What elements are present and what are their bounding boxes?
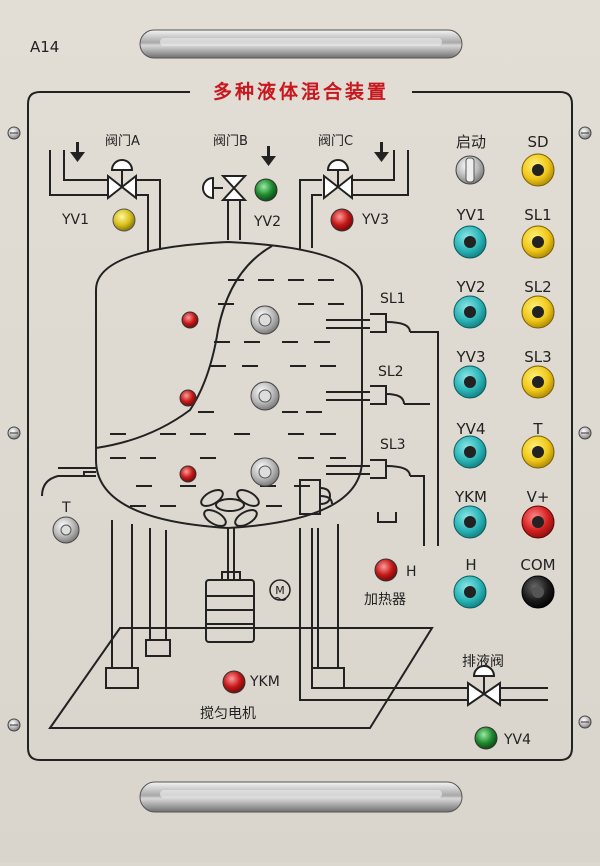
valve-a-symbol [107, 159, 137, 201]
sl3-level-switch[interactable] [250, 457, 280, 487]
jack-t[interactable] [521, 435, 555, 469]
svg-text:M: M [275, 584, 285, 597]
screw [578, 126, 592, 140]
sl1-label: SL1 [380, 291, 406, 307]
term-vplus-label: V+ [527, 488, 550, 506]
jack-yv1[interactable] [453, 225, 487, 259]
yv2-label: YV2 [253, 214, 281, 230]
jack-yv4[interactable] [453, 435, 487, 469]
jack-yv2[interactable] [453, 295, 487, 329]
jack-sl2[interactable] [521, 295, 555, 329]
inlet-arrows [70, 142, 389, 166]
term-yv4-label: YV4 [456, 420, 486, 438]
ykm-label: YKM [249, 674, 280, 690]
sl1-level-switch[interactable] [250, 305, 280, 335]
jack-h[interactable] [453, 575, 487, 609]
start-label: 启动 [456, 133, 486, 151]
h-label: H [406, 564, 417, 580]
panel-title: 多种液体混合装置 [213, 80, 389, 103]
valve-c-label: 阀门C [318, 134, 353, 149]
term-sl3-label: SL3 [524, 348, 551, 366]
yv1-indicator-led [112, 208, 136, 232]
term-h-label: H [465, 556, 476, 574]
valve-b-label: 阀门B [213, 134, 248, 149]
term-t-label: T [532, 420, 543, 438]
sl2-level-switch[interactable] [250, 381, 280, 411]
valve-b-symbol [202, 175, 248, 201]
drain-valve-label: 排液阀 [462, 654, 504, 670]
term-sl1-label: SL1 [524, 206, 551, 224]
sl3-label: SL3 [380, 437, 406, 453]
valve-c-symbol [323, 159, 353, 201]
motor-symbol: M [269, 579, 291, 601]
mixer-motor-label: 搅匀电机 [200, 706, 256, 722]
ykm-indicator-led [222, 670, 246, 694]
yv3-label: YV3 [361, 212, 389, 228]
jack-yv3[interactable] [453, 365, 487, 399]
sl3-indicator-led [179, 465, 197, 483]
heater-indicator-led [374, 558, 398, 582]
valve-a-label: 阀门A [105, 134, 140, 149]
sl2-label: SL2 [378, 364, 404, 380]
jack-com[interactable] [521, 575, 555, 609]
yv2-indicator-led [254, 178, 278, 202]
term-yv3-label: YV3 [456, 348, 486, 366]
screw [7, 426, 21, 440]
sl2-indicator-led [179, 389, 197, 407]
heater-label: 加热器 [364, 592, 406, 608]
term-yv1-label: YV1 [456, 206, 486, 224]
start-toggle-switch[interactable] [455, 155, 485, 185]
yv3-indicator-led [330, 208, 354, 232]
drain-valve-symbol [467, 665, 501, 707]
t-temperature-switch[interactable] [52, 516, 80, 544]
term-sd-label: SD [527, 133, 548, 151]
sl1-indicator-led [181, 311, 199, 329]
jack-sl3[interactable] [521, 365, 555, 399]
panel-border [27, 91, 573, 761]
jack-sl1[interactable] [521, 225, 555, 259]
tank [41, 240, 548, 729]
screw [578, 426, 592, 440]
term-yv2-label: YV2 [456, 278, 486, 296]
term-com-label: COM [520, 556, 555, 574]
jack-sd[interactable] [521, 153, 555, 187]
panel-code: A14 [30, 38, 59, 56]
screw [7, 718, 21, 732]
jack-ykm[interactable] [453, 505, 487, 539]
yv4-label: YV4 [503, 732, 531, 748]
liquid-dashes [110, 279, 346, 507]
screw [7, 126, 21, 140]
yv1-label: YV1 [61, 212, 89, 228]
term-ykm-label: YKM [454, 488, 487, 506]
top-handle [139, 29, 463, 59]
term-sl2-label: SL2 [524, 278, 551, 296]
t-label: T [61, 500, 71, 516]
bottom-handle [139, 781, 463, 813]
screw [578, 715, 592, 729]
jack-vplus[interactable] [521, 505, 555, 539]
yv4-indicator-led [474, 726, 498, 750]
piping [49, 150, 409, 252]
